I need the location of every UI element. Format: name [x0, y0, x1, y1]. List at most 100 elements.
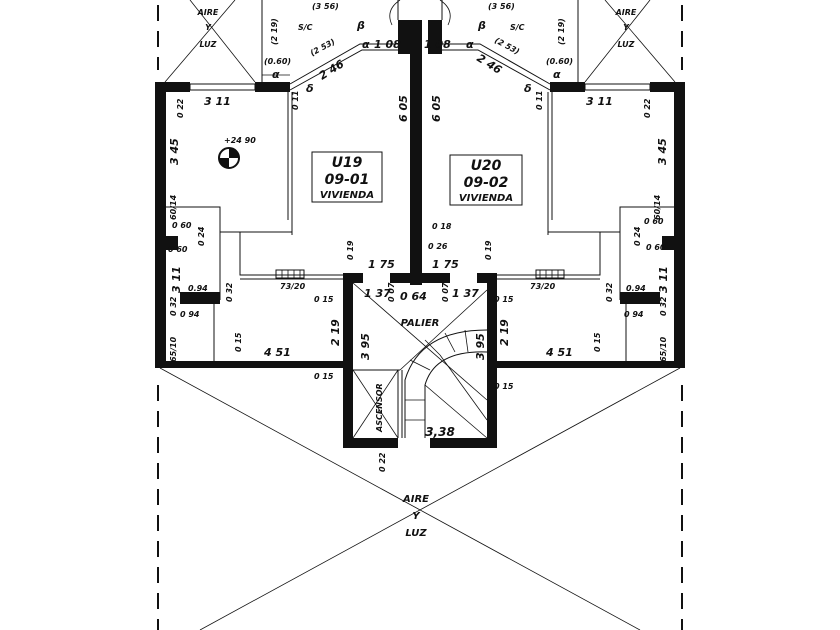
landing-label: PALIER [401, 318, 440, 329]
dimension-label: α [466, 38, 474, 51]
dimension-label: β [356, 19, 365, 32]
dimension-label: Y [412, 511, 421, 522]
air-light-label-bottom: AIRE Y LUZ [402, 494, 429, 539]
dimension-label: 0 11 [535, 91, 544, 110]
dimension-label: δ [306, 82, 314, 95]
dimension-label: 0 94 [624, 310, 644, 319]
walls-left-unit [155, 20, 422, 368]
dimension-label: AIRE [402, 494, 429, 505]
dimension-label: (3 56) [312, 2, 339, 11]
dimension-label: 3 45 [168, 138, 181, 165]
unit-label-u19: U19 09-01 VIVIENDA [311, 151, 383, 203]
dimension-label: 0 15 [234, 332, 243, 352]
air-light-label-top-left: AIRE Y LUZ [197, 8, 219, 49]
dimension-label: AIRE [197, 8, 219, 17]
dimension-label: 0 15 [314, 295, 334, 304]
dimension-label: 0 15 [494, 382, 514, 391]
dimension-label: α [362, 38, 370, 51]
dimension-label: 0 15 [314, 372, 334, 381]
dimension-label: 6 05 [430, 95, 443, 122]
dimension-label: 0 19 [346, 240, 355, 260]
radiator-left [275, 269, 305, 279]
dimension-label: Y [205, 23, 212, 32]
dimension-label: 0 24 [633, 226, 642, 246]
dimension-label: 0 11 [291, 91, 300, 110]
dimension-label: β [477, 19, 486, 32]
dimension-label: 0 15 [494, 295, 514, 304]
dimension-label: Y [623, 23, 630, 32]
property-lines [157, 5, 683, 630]
dimension-label: 60/14 [169, 194, 178, 220]
air-light-cross-lines [159, 0, 681, 630]
dimension-label: 0 60 [644, 217, 664, 226]
dimension-label: 0 32 [169, 296, 178, 316]
dimension-label: α [553, 68, 561, 81]
dimension-label: 0.94 [188, 284, 208, 293]
dimension-label: 0 32 [659, 296, 668, 316]
dimension-label: 3 11 [586, 95, 613, 108]
dimension-label: 65/10 [659, 336, 668, 362]
service-courts [261, 0, 579, 82]
unit-number: 09-01 [325, 172, 370, 188]
dimension-label: 65/10 [169, 336, 178, 362]
dimension-label: 0.94 [626, 284, 646, 293]
dimension-label: 0 07 [387, 282, 396, 302]
dimension-label: 3 45 [656, 138, 669, 165]
dimension-label: LUZ [405, 528, 427, 539]
dimension-label: 3 11 [170, 266, 183, 293]
dimension-label: 73/20 [530, 282, 556, 291]
unit-use: VIVIENDA [459, 193, 513, 204]
dimension-label: 0 22 [643, 98, 652, 118]
unit-number: 09-02 [464, 175, 509, 191]
dimension-label: 0 19 [484, 240, 493, 260]
dimension-label: 0 64 [400, 290, 427, 303]
dimension-label: 6 05 [397, 95, 410, 122]
dimension-label: AIRE [615, 8, 637, 17]
dimension-label: (0.60) [546, 57, 573, 66]
stair-core [343, 273, 497, 448]
dimension-label: 1 37 [452, 287, 479, 300]
dimension-label: 73/20 [280, 282, 306, 291]
dimension-label: 1 75 [368, 258, 395, 271]
dimension-label: 0 32 [605, 282, 614, 302]
dimension-label: 1 75 [432, 258, 459, 271]
dimension-label: (2 53) [493, 36, 521, 57]
dimension-label: δ [524, 82, 532, 95]
dimension-label: 0 07 [441, 282, 450, 302]
dimension-label: 0 26 [428, 242, 448, 251]
dimension-label: 0 22 [378, 452, 387, 472]
walls-right-unit [428, 20, 685, 368]
dimension-label: 3 11 [204, 95, 231, 108]
dimension-label: 1 08 [424, 38, 451, 51]
dimensions-left: (3 56) (2 19) S/C (2 53) (0.60) β α α 1 … [168, 2, 452, 472]
dimension-label: (2 19) [557, 18, 566, 45]
dimension-label: 60/14 [653, 194, 662, 220]
dimension-label: 2 19 [498, 319, 511, 346]
dimension-label: 0 22 [176, 98, 185, 118]
dim-338: 3,38 [425, 425, 455, 439]
unit-code: U19 [332, 155, 363, 171]
unit-label-u20: U20 09-02 VIVIENDA [449, 154, 523, 206]
dimension-label: 3 11 [657, 266, 670, 293]
dimension-label: 1 37 [364, 287, 391, 300]
unit-use: VIVIENDA [320, 190, 374, 201]
dimension-label: 4 51 [263, 346, 291, 359]
dimension-label: (2 53) [309, 37, 337, 58]
service-label-left: S/C [298, 23, 313, 32]
dimension-label: 0 94 [180, 310, 200, 319]
dimension-label: 4 51 [545, 346, 573, 359]
dimension-label: LUZ [200, 40, 217, 49]
dimension-label: 0 32 [225, 282, 234, 302]
dimension-label: 2 19 [329, 319, 342, 346]
dimension-label: (0.60) [264, 57, 291, 66]
dimension-label: 0 18 [432, 222, 452, 231]
elevator-label: ASCENSOR [375, 383, 384, 433]
dimension-label: 0 60 [646, 243, 666, 252]
dimension-label: 1 08 [374, 38, 401, 51]
dimension-label: 0 60 [172, 221, 192, 230]
dimension-label: 3 95 [474, 333, 487, 360]
spiral-stair [352, 282, 488, 439]
unit-code: U20 [471, 158, 502, 174]
